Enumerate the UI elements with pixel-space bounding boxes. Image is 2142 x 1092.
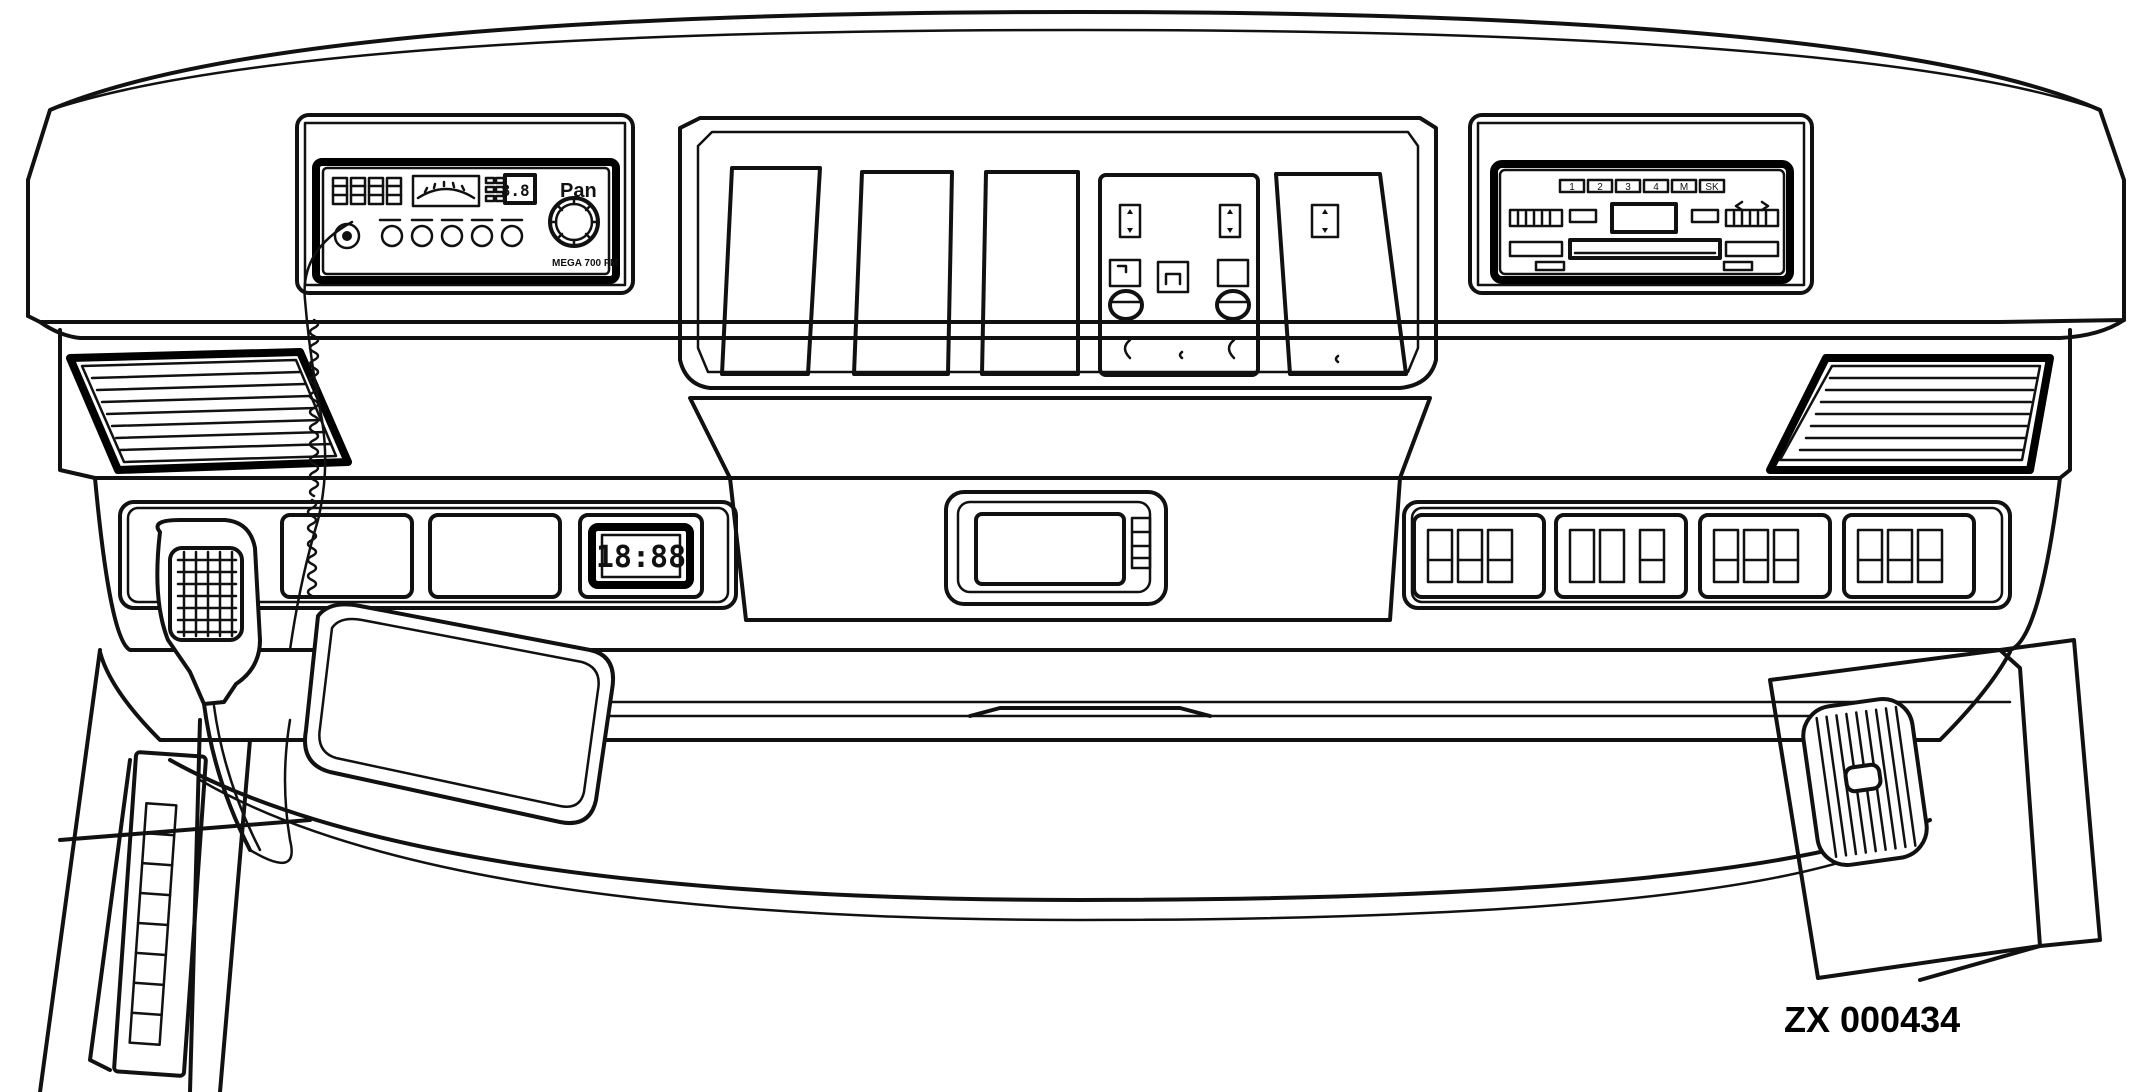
drawing-reference-number: ZX 000434	[1784, 999, 1960, 1040]
cb-microphone	[155, 518, 262, 852]
dashboard-shell	[26, 10, 2126, 652]
heater-control-panel	[1098, 173, 1260, 377]
lower-fascia-left: 18:88	[118, 500, 738, 610]
dashboard-top-surface	[58, 650, 2012, 922]
centre-lower-console	[688, 396, 1432, 622]
left-pillar-trim	[38, 648, 252, 1092]
cb-model-label: MEGA 700 FM	[552, 258, 618, 269]
clock-display: 18:88	[596, 540, 686, 575]
radio-preset-2: 2	[1597, 182, 1603, 193]
cb-channel-display: 8.8.	[501, 181, 540, 200]
radio-preset-sk: SK	[1705, 182, 1719, 193]
right-air-vent	[1766, 354, 2054, 474]
lower-fascia-right-switches	[1402, 500, 2012, 610]
switch-panel-right	[1274, 172, 1408, 376]
left-air-vent	[66, 348, 352, 474]
radio-preset-3: 3	[1625, 182, 1631, 193]
radio-preset-4: 4	[1653, 182, 1659, 193]
radio-preset-1: 1	[1569, 182, 1575, 193]
right-door-speaker	[1768, 638, 2102, 982]
car-radio-unit: 1 2 3 4 M SK	[1508, 178, 1780, 272]
cb-radio-unit: 8.8. Pan MEGA 700 FM	[331, 173, 618, 269]
radio-preset-m: M	[1680, 182, 1688, 193]
centre-console	[678, 116, 1438, 390]
cb-radio-housing	[295, 113, 635, 295]
microphone-cord	[248, 220, 354, 865]
sun-visor	[303, 602, 615, 825]
